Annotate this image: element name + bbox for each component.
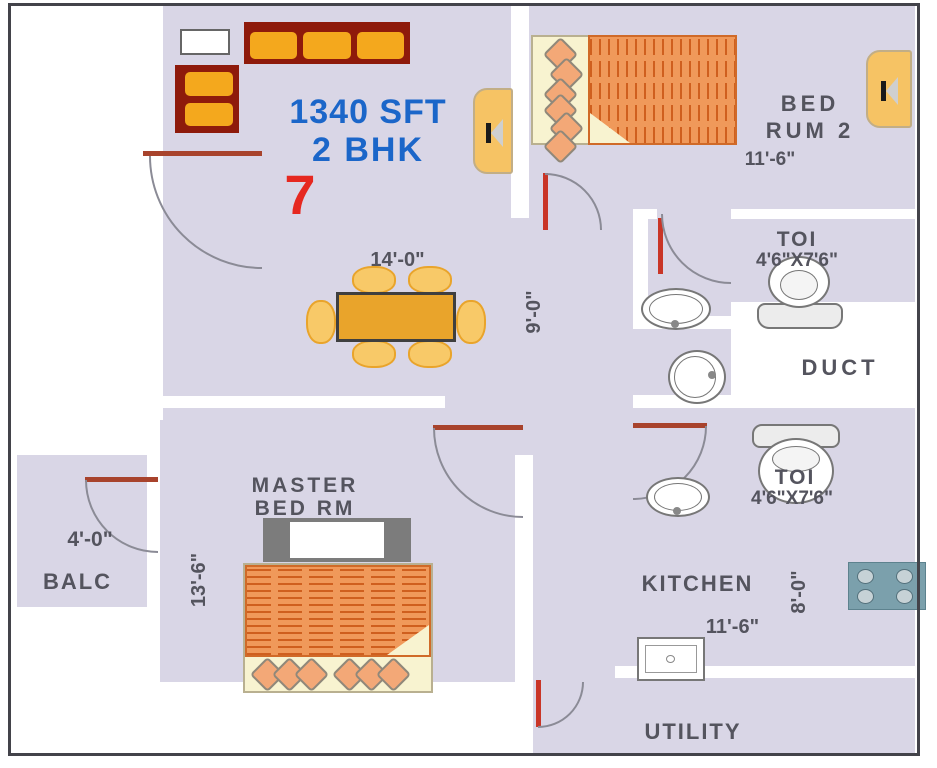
toilet-bowl-inner bbox=[772, 446, 820, 472]
bed2-dimension: 11'-6" bbox=[744, 149, 796, 170]
kitchen-sink bbox=[637, 637, 705, 681]
kitchen-width-dimension: 11'-6" bbox=[705, 616, 760, 638]
master-mattress bbox=[245, 565, 431, 657]
toilet-bowl-inner bbox=[780, 270, 818, 300]
bed2-label-line2: RUM 2 bbox=[765, 118, 855, 143]
hall-door-leaf bbox=[433, 425, 523, 430]
balcony-label: BALC bbox=[42, 569, 113, 594]
sink-inner bbox=[645, 645, 697, 673]
toi2-door-leaf bbox=[633, 423, 707, 428]
washing-machine-knob bbox=[708, 371, 716, 379]
stove-burner-icon bbox=[896, 569, 913, 584]
toi2-label: TOI bbox=[774, 466, 816, 489]
stove-burner-icon bbox=[896, 589, 913, 604]
toilet-tank bbox=[752, 424, 840, 448]
sofa-cushion bbox=[301, 30, 353, 61]
basin-faucet-icon bbox=[673, 507, 681, 515]
speaker-icon bbox=[486, 123, 491, 143]
basin-faucet-icon bbox=[671, 320, 679, 328]
kitchen-label: KITCHEN bbox=[641, 571, 754, 596]
dining-chair bbox=[456, 300, 486, 344]
bed2-label-line1: BED bbox=[780, 91, 840, 116]
wall-entry-stub bbox=[141, 196, 159, 212]
sofa-two-seater bbox=[175, 65, 239, 133]
unit-number: 7 bbox=[284, 163, 316, 226]
plan-border bbox=[8, 3, 920, 756]
mattress-fold bbox=[590, 113, 630, 143]
master-label-line2: BED RM bbox=[254, 497, 356, 520]
stove-burner-icon bbox=[857, 589, 874, 604]
wash-basin-inner bbox=[649, 294, 703, 324]
dining-chair bbox=[306, 300, 336, 344]
master-label-line1: MASTER bbox=[251, 474, 359, 497]
balcony-dimension: 4'-0" bbox=[67, 528, 113, 551]
speaker-icon bbox=[881, 81, 886, 101]
hall-width-dimension: 14'-0" bbox=[370, 249, 425, 271]
washing-machine-drum bbox=[674, 356, 716, 398]
utility-label: UTILITY bbox=[644, 719, 742, 744]
sofa-cushion bbox=[183, 70, 235, 98]
toi1-door-leaf bbox=[658, 218, 663, 274]
dining-table bbox=[336, 292, 456, 342]
dining-chair bbox=[352, 340, 396, 368]
stove bbox=[848, 562, 926, 610]
sofa-three-seater bbox=[244, 22, 410, 64]
wall-bed2-toi-right bbox=[731, 209, 915, 219]
wall-corridor-toi1 bbox=[633, 209, 648, 316]
speaker-cone-icon bbox=[491, 119, 503, 147]
tv-unit-living bbox=[473, 88, 513, 174]
bed2-mattress bbox=[588, 35, 737, 145]
speaker-cone-icon bbox=[886, 77, 898, 105]
wardrobe-bed2 bbox=[866, 50, 912, 128]
stove-burner-icon bbox=[857, 569, 874, 584]
sofa-cushion bbox=[183, 100, 235, 128]
sofa-cushion bbox=[248, 30, 300, 61]
toi1-dimension: 4'6"X7'6" bbox=[756, 250, 838, 271]
master-wardrobe bbox=[263, 518, 411, 562]
toi1-label: TOI bbox=[776, 228, 818, 251]
area-label: 1340 SFT bbox=[289, 93, 447, 131]
sink-drain-icon bbox=[666, 655, 675, 663]
sofa-cushion bbox=[354, 30, 406, 61]
main-door-leaf bbox=[143, 151, 262, 156]
wardrobe-inner bbox=[290, 522, 384, 558]
toi2-dimension: 4'6"X7'6" bbox=[751, 488, 833, 509]
wall-living-bed2 bbox=[511, 6, 529, 218]
mattress-fold bbox=[387, 625, 429, 655]
side-table bbox=[180, 29, 230, 55]
unit-type-label: 2 BHK bbox=[311, 131, 425, 169]
wall-hall-master bbox=[160, 396, 445, 408]
duct-label: DUCT bbox=[801, 355, 879, 380]
balcony-door-leaf bbox=[85, 477, 158, 482]
